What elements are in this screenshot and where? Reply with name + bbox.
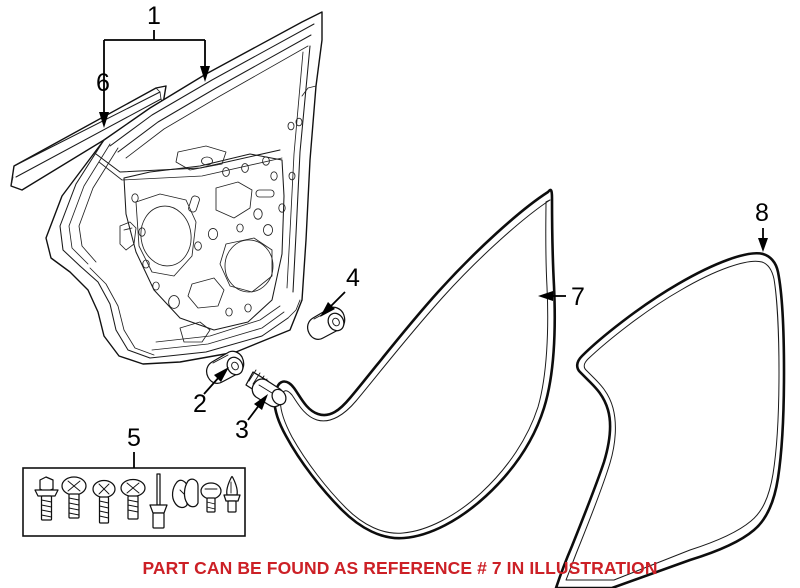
callout-4: 4 [320,264,360,317]
hw-phillips-pan-screw-1 [61,476,87,519]
hardware-kit-tray [22,467,246,537]
callout-6: 6 [96,69,110,128]
callout-2: 2 [193,367,229,418]
hw-push-pin-fastener [223,475,241,513]
door-seal-7 [273,188,556,540]
callout-8: 8 [755,199,769,252]
callout-5-label: 5 [127,424,141,452]
hw-round-head-screw [200,482,222,513]
door-shell-assembly [45,11,323,365]
belt-molding-strip [10,85,167,191]
reference-caption-text: PART CAN BE FOUND AS REFERENCE # 7 IN IL… [142,558,658,578]
bolt-4 [307,306,346,340]
callout-1: 1 [103,2,210,99]
hw-phillips-pan-screw-2 [92,479,116,524]
door-seal-8 [554,252,786,588]
hw-hex-flange-bolt [34,476,59,521]
callout-1-label: 1 [147,2,161,30]
reference-caption: PART CAN BE FOUND AS REFERENCE # 7 IN IL… [0,558,800,579]
callout-8-label: 8 [755,199,769,227]
callout-5: 5 [127,424,141,468]
hw-pop-rivet [149,473,168,529]
callout-3-label: 3 [235,416,249,444]
hw-u-clip [171,478,199,509]
callout-2-label: 2 [193,390,207,418]
callout-7-label: 7 [571,283,585,311]
callout-6-label: 6 [96,69,110,97]
screw-3 [245,369,287,408]
callout-4-label: 4 [346,264,360,292]
callout-7: 7 [538,283,585,311]
callout-3: 3 [235,394,268,444]
hw-phillips-pan-screw-3 [120,478,146,520]
